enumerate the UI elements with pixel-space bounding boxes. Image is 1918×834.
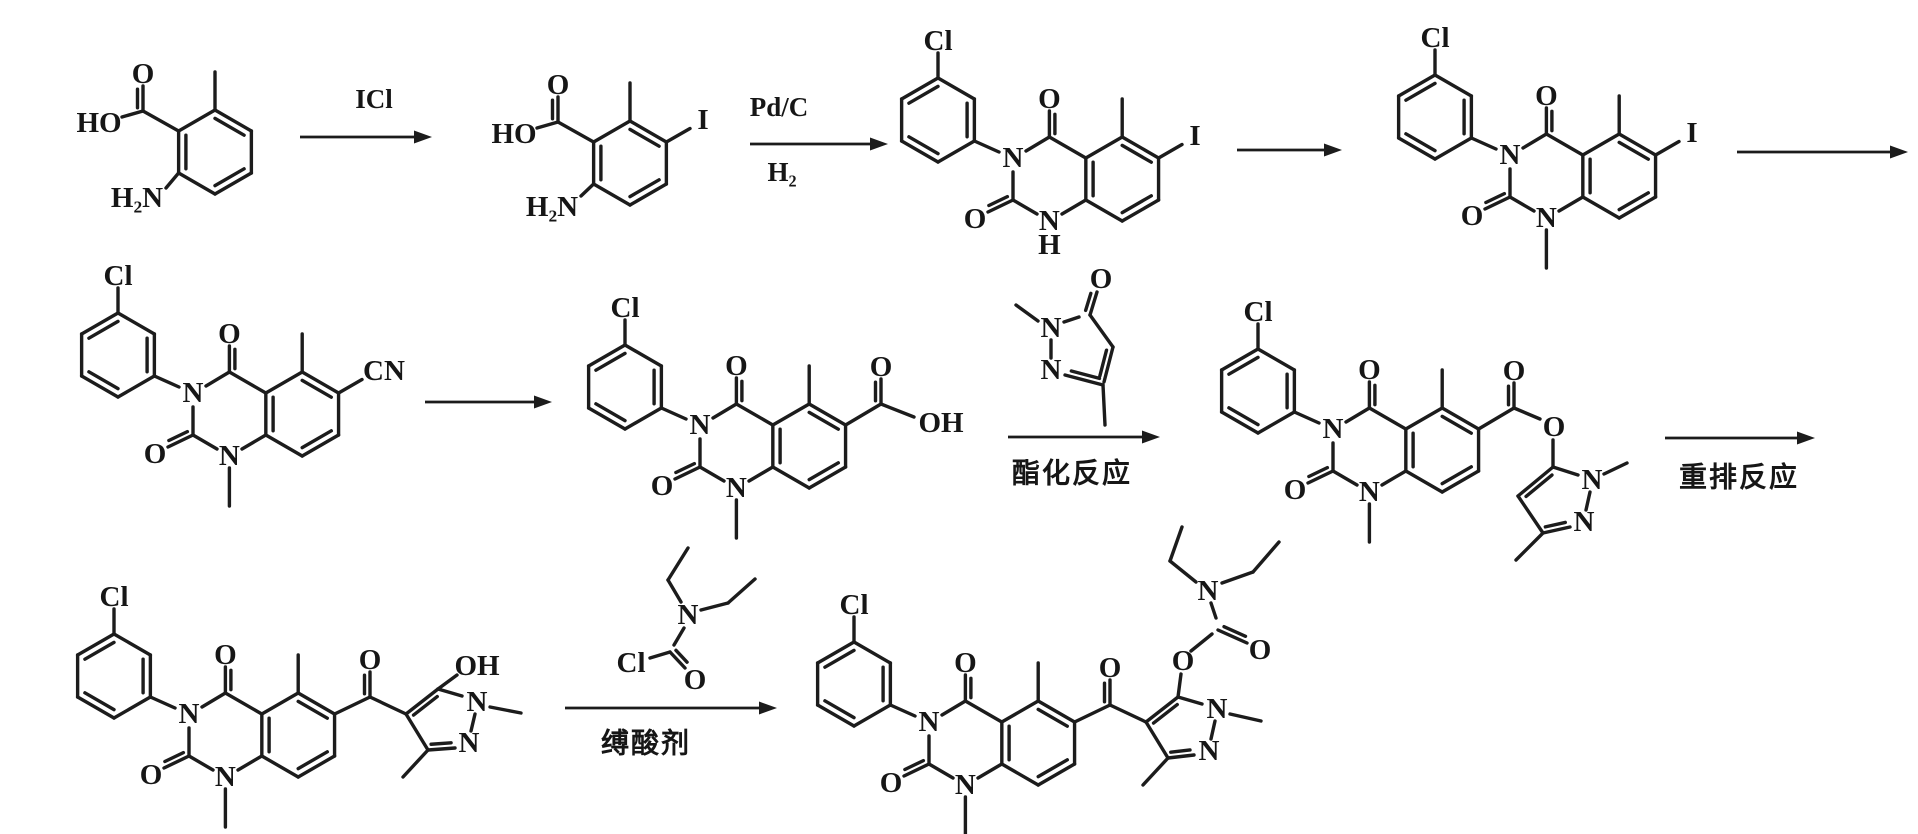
atom-label-n3: N [690,409,711,441]
atom-label-n1: N [1039,205,1060,237]
atom-label-o: O [140,759,163,791]
atom-label-o: O [1503,355,1526,387]
compound-1-aminomethylbenzoic-acid: O HO H₂N [76,58,254,214]
atom-label-n: N [1041,354,1062,386]
atom-label-o: O [651,470,674,502]
atom-label-cn: CN [363,355,405,387]
atom-label-n: N [1041,312,1062,344]
atom-label-o: O [1535,80,1558,112]
atom-label-o: O [132,58,155,90]
atom-label-n3: N [1003,142,1024,174]
atom-label-n1: N [1359,476,1380,508]
arrow-label-esterification: 酯化反应 [1012,457,1132,490]
reagent-dimethylpyrazolone: NNO [1014,263,1115,427]
atom-label-i: I [697,104,708,136]
arrow-label-h2: H₂ [767,157,796,187]
atom-label-n: N [467,686,488,718]
atom-label-o: O [1543,411,1566,443]
atom-label-n3: N [1500,139,1521,171]
atom-label-n1: N [1536,202,1557,234]
atom-label-h: H [1038,229,1061,261]
atom-label-n: N [1207,693,1228,725]
atom-label-o: O [880,767,903,799]
atom-label-n3: N [1323,413,1344,445]
atom-label-o: O [1172,645,1195,677]
atom-label-cl: Cl [924,25,953,57]
atom-label-oh: OH [454,650,500,682]
atom-label-cl: Cl [840,589,869,621]
atom-label-ho: HO [76,107,121,139]
atom-label-o: O [1284,474,1307,506]
atom-label-h2n: H₂N [526,191,578,223]
atom-label-n: N [459,727,480,759]
reagent-diethylcarbamoyl-chloride: N ClO [617,546,757,696]
atom-label-cl: Cl [104,260,133,292]
atom-label-n: N [1199,735,1220,767]
atom-label-n: N [678,599,699,631]
atom-label-o: O [144,438,167,470]
atom-label-ho: HO [491,118,536,150]
arrow-label-pdc: Pd/C [750,92,809,122]
atom-label-o: O [547,69,570,101]
atom-label-n1: N [215,761,236,793]
atom-label-o: O [964,203,987,235]
atom-label-i: I [1686,117,1697,149]
atom-label-n1: N [219,440,240,472]
atom-label-n: N [1574,506,1595,538]
atom-label-o: O [1099,652,1122,684]
atom-label-n3: N [919,706,940,738]
arrow-label-acid-binder: 缚酸剂 [601,727,691,760]
atom-label-o: O [954,647,977,679]
atom-label-cl: Cl [617,647,646,679]
arrow-label-rearrangement: 重排反应 [1679,461,1799,494]
atom-label-o: O [725,350,748,382]
atom-label-o: O [684,664,707,696]
atom-label-o: O [1461,200,1484,232]
atom-label-o: O [870,351,893,383]
atom-label-cl: Cl [1421,22,1450,54]
arrow-label-icl: ICl [355,84,393,114]
atom-label-i: I [1189,120,1200,152]
atom-label-oh: OH [918,407,964,439]
atom-label-o: O [218,318,241,350]
atom-label-o: O [1038,83,1061,115]
atom-label-n3: N [183,377,204,409]
atom-label-n1: N [955,769,976,801]
atom-label-n: N [1198,575,1219,607]
atom-label-o: O [359,644,382,676]
atom-label-cl: Cl [100,581,129,613]
atom-label-o: O [1249,634,1272,666]
atom-label-cl: Cl [611,292,640,324]
atom-label-o: O [1358,354,1381,386]
atom-label-o: O [214,639,237,671]
atom-label-h2n: H₂N [111,182,163,214]
atom-label-o: O [1090,263,1113,295]
atom-label-n3: N [179,698,200,730]
compound-2-iodo-acid: O HO H₂N I [491,69,708,223]
atom-label-cl: Cl [1244,296,1273,328]
atom-label-n1: N [726,472,747,504]
atom-label-n: N [1582,464,1603,496]
